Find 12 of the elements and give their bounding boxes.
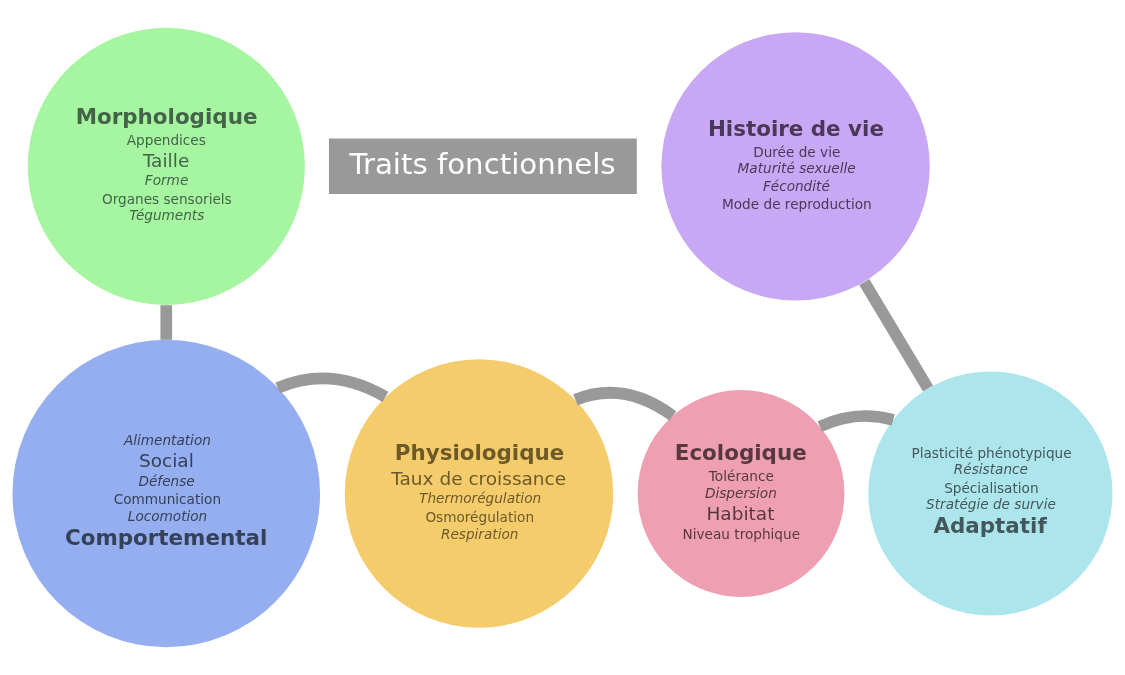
node-circle: Histoire de vie Durée de vie Maturité sexuelle Fécondité Mode de reproduction	[661, 32, 930, 301]
connector	[817, 410, 895, 432]
node-circle: Ecologique Tolérance Dispersion Habitat Niveau trophique	[637, 390, 845, 597]
connector	[573, 387, 677, 421]
connector	[859, 279, 934, 392]
node-box: Traits fonctionnels	[328, 138, 637, 195]
node-circle: Morphologique Appendices Taille Forme Organes sensoriels Téguments	[27, 27, 305, 305]
node-circle: Physiologique Taux de croissance Thermorégulation Osmorégulation Respiration	[344, 359, 614, 628]
node-circle: Alimentation Social Défense Communication Locomotion Comportemental	[12, 339, 321, 648]
connector	[160, 305, 173, 340]
connector	[275, 372, 389, 402]
node-circle: Plasticité phénotypique Résistance Spécialisation Stratégie de survie Adaptatif	[868, 371, 1113, 616]
